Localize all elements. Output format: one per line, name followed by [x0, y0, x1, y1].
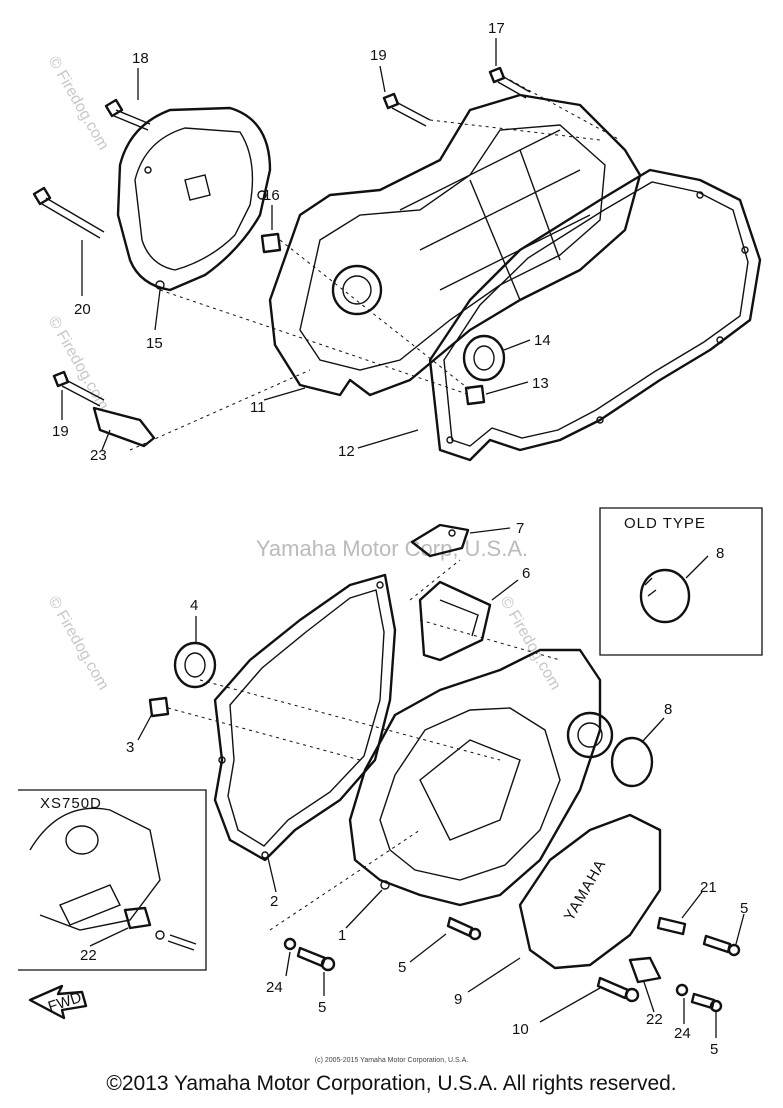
part-7-plate [410, 523, 470, 558]
callout-6: 6 [522, 565, 530, 582]
part-12-gasket [428, 168, 762, 462]
part-3-dowel [148, 696, 170, 718]
part-5-bolt-a [446, 916, 482, 941]
part-10-bolt [596, 976, 640, 1003]
part-13-dowel [464, 384, 486, 406]
callout-5-b: 5 [318, 999, 326, 1016]
callout-19-top: 19 [370, 47, 387, 64]
part-19-bolt-left [52, 370, 105, 407]
part-2-gasket [213, 573, 397, 862]
xs750d-box: XS750D [18, 789, 207, 971]
callout-24-b: 24 [674, 1025, 691, 1042]
callout-23: 23 [90, 447, 107, 464]
callout-10: 10 [512, 1021, 529, 1038]
part-5-bolt-d [690, 992, 723, 1013]
fwd-label: FWD [46, 989, 84, 1016]
part-11-crankcase-cover [268, 93, 642, 397]
callout-5-d: 5 [710, 1041, 718, 1058]
part-1-main-cover [348, 648, 614, 907]
part-19-bolt-top [382, 92, 431, 127]
callout-1: 1 [338, 927, 346, 944]
callout-13: 13 [532, 375, 549, 392]
part-14-oil-seal [462, 334, 506, 382]
callout-20: 20 [74, 301, 91, 318]
callout-12: 12 [338, 443, 355, 460]
callout-4: 4 [190, 597, 198, 614]
part-22-clip [628, 956, 662, 984]
watermark-center: Yamaha Motor Corp, U.S.A. [256, 536, 528, 561]
callout-7: 7 [516, 520, 524, 537]
part-5-bolt-b [296, 946, 336, 972]
cover-brand-text: YAMAHA [561, 856, 610, 924]
callout-11: 11 [250, 399, 266, 416]
callout-21: 21 [700, 879, 717, 896]
part-18-bolt [104, 98, 151, 131]
callout-22-xs750d: 22 [80, 947, 97, 964]
copyright-small: (c) 2005-2015 Yamaha Motor Corporation, … [314, 1057, 469, 1064]
copyright-main: ©2013 Yamaha Motor Corporation, U.S.A. A… [106, 1072, 677, 1095]
callout-14: 14 [534, 332, 551, 349]
part-8-cap [610, 736, 654, 788]
part-23-clamp [92, 406, 156, 448]
part-5-bolt-c [702, 934, 741, 957]
old-type-box: OLD TYPE [599, 507, 763, 656]
part-9-yamaha-cover: YAMAHA [518, 813, 662, 970]
part-17-bolt [488, 66, 531, 99]
part-16-dowel [260, 232, 282, 254]
old-type-title: OLD TYPE [624, 515, 706, 532]
watermark-side-right: © Firedog.com [497, 594, 564, 694]
callout-5-c: 5 [740, 900, 748, 917]
part-22-clip-xs750d [123, 906, 152, 930]
callout-15: 15 [146, 335, 163, 352]
part-8-cap-old [639, 568, 691, 624]
fwd-arrow: FWD [28, 984, 88, 1020]
callout-5-a: 5 [398, 959, 406, 976]
callout-16: 16 [263, 187, 280, 204]
part-24-washer-a [283, 937, 297, 951]
callout-2: 2 [270, 893, 278, 910]
callout-18: 18 [132, 50, 149, 67]
part-21-collar [656, 916, 687, 936]
part-24-washer-b [675, 983, 689, 997]
part-15-cover [116, 106, 272, 292]
callout-8: 8 [664, 701, 672, 718]
callout-24-a: 24 [266, 979, 283, 996]
callout-19-left: 19 [52, 423, 69, 440]
part-4-oil-seal [173, 641, 217, 689]
watermark-side-lower: © Firedog.com [45, 594, 112, 694]
callout-3: 3 [126, 739, 134, 756]
xs750d-title: XS750D [40, 795, 102, 812]
watermark-side-top: © Firedog.com [45, 54, 112, 154]
part-6-bracket [418, 580, 492, 662]
callout-8-old: 8 [716, 545, 724, 562]
callout-17: 17 [488, 20, 505, 37]
callout-9: 9 [454, 991, 462, 1008]
callout-22: 22 [646, 1011, 663, 1028]
part-20-bolt [32, 186, 105, 239]
